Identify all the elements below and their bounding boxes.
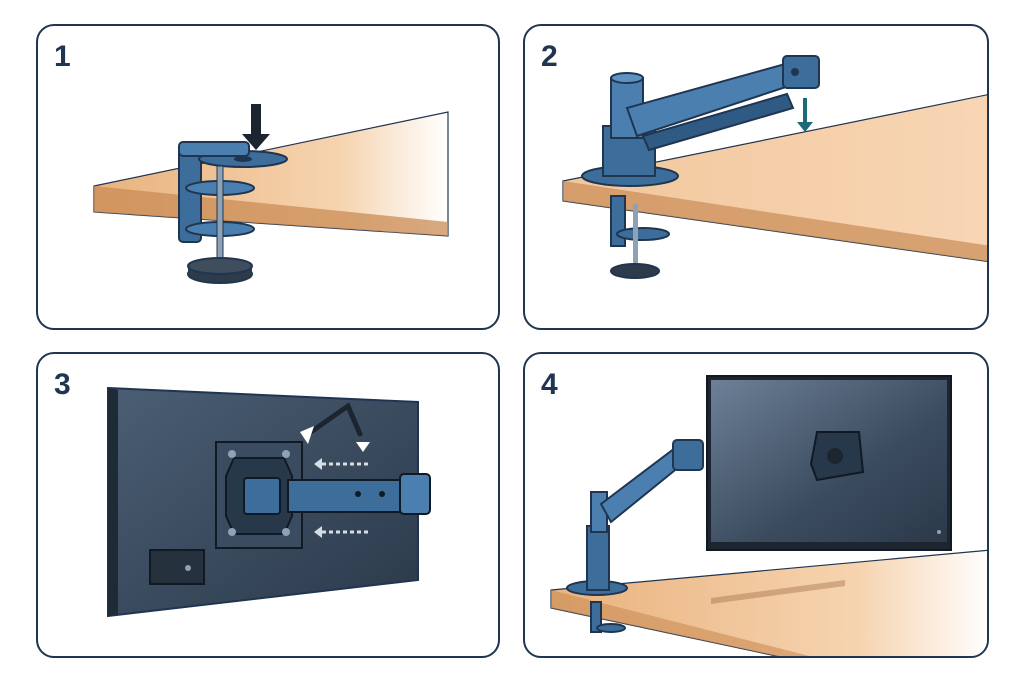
step-number-1: 1: [54, 40, 71, 73]
step-number-2: 2: [541, 40, 558, 73]
step-number-3: 3: [54, 368, 71, 401]
down-arrow-icon: [242, 104, 270, 150]
arm-bracket: [243, 473, 431, 515]
desk-clamp: [178, 141, 288, 284]
desk-top: [93, 111, 449, 237]
clamp-attach-illustration: [93, 104, 449, 284]
step-2-panel: 2: [523, 24, 989, 330]
step-4-panel: 4: [523, 352, 989, 658]
screw-icon: [314, 458, 368, 538]
mounted-monitor-illustration: [550, 375, 987, 656]
desk-top: [562, 94, 987, 263]
step-1-panel: 1: [36, 24, 500, 330]
vesa-attach-illustration: [107, 386, 431, 618]
desk-top: [550, 549, 987, 656]
monitor-front: [706, 375, 952, 551]
monitor-arm: [566, 439, 704, 633]
step-3-panel: 3: [36, 352, 500, 658]
hex-key-icon: [300, 402, 370, 452]
arm-mount-illustration: [562, 55, 987, 279]
monitor-arm: [581, 55, 820, 279]
step-number-4: 4: [541, 368, 558, 401]
down-arrow-icon: [797, 98, 813, 132]
